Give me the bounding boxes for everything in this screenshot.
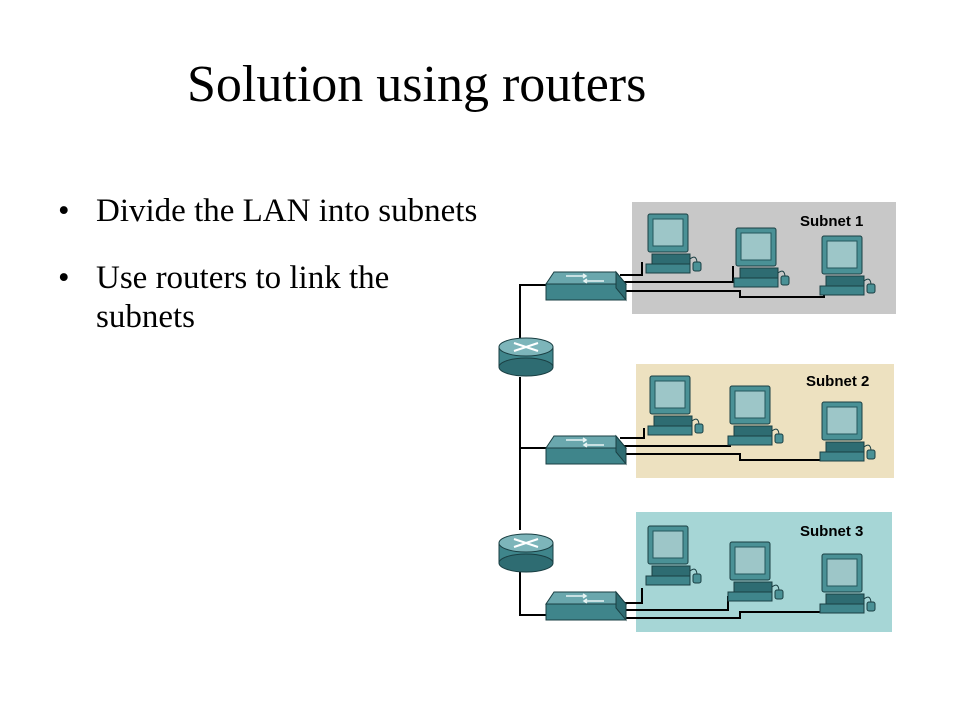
subnet-1-label: Subnet 1 xyxy=(800,213,863,230)
bullet-item: • Divide the LAN into subnets xyxy=(58,192,478,231)
switch-icon xyxy=(545,271,627,301)
network-diagram: Subnet 1 Subnet 2 Subnet 3 xyxy=(498,202,896,632)
router-icon xyxy=(498,337,554,377)
bullet-item: • Use routers to link the subnets xyxy=(58,259,478,337)
slide-title: Solution using routers xyxy=(187,56,647,113)
bullet-list: • Divide the LAN into subnets • Use rout… xyxy=(58,192,478,365)
router-icon xyxy=(498,533,554,573)
switch-icon xyxy=(545,591,627,621)
bullet-icon: • xyxy=(58,193,70,229)
bullet-text: Divide the LAN into subnets xyxy=(96,193,478,229)
bullet-text: Use routers to link the subnets xyxy=(96,260,390,335)
subnet-2-label: Subnet 2 xyxy=(806,373,869,390)
backbone-cable xyxy=(519,284,550,616)
switch-icon xyxy=(545,435,627,465)
bullet-icon: • xyxy=(58,260,70,296)
subnet-3-label: Subnet 3 xyxy=(800,523,863,540)
